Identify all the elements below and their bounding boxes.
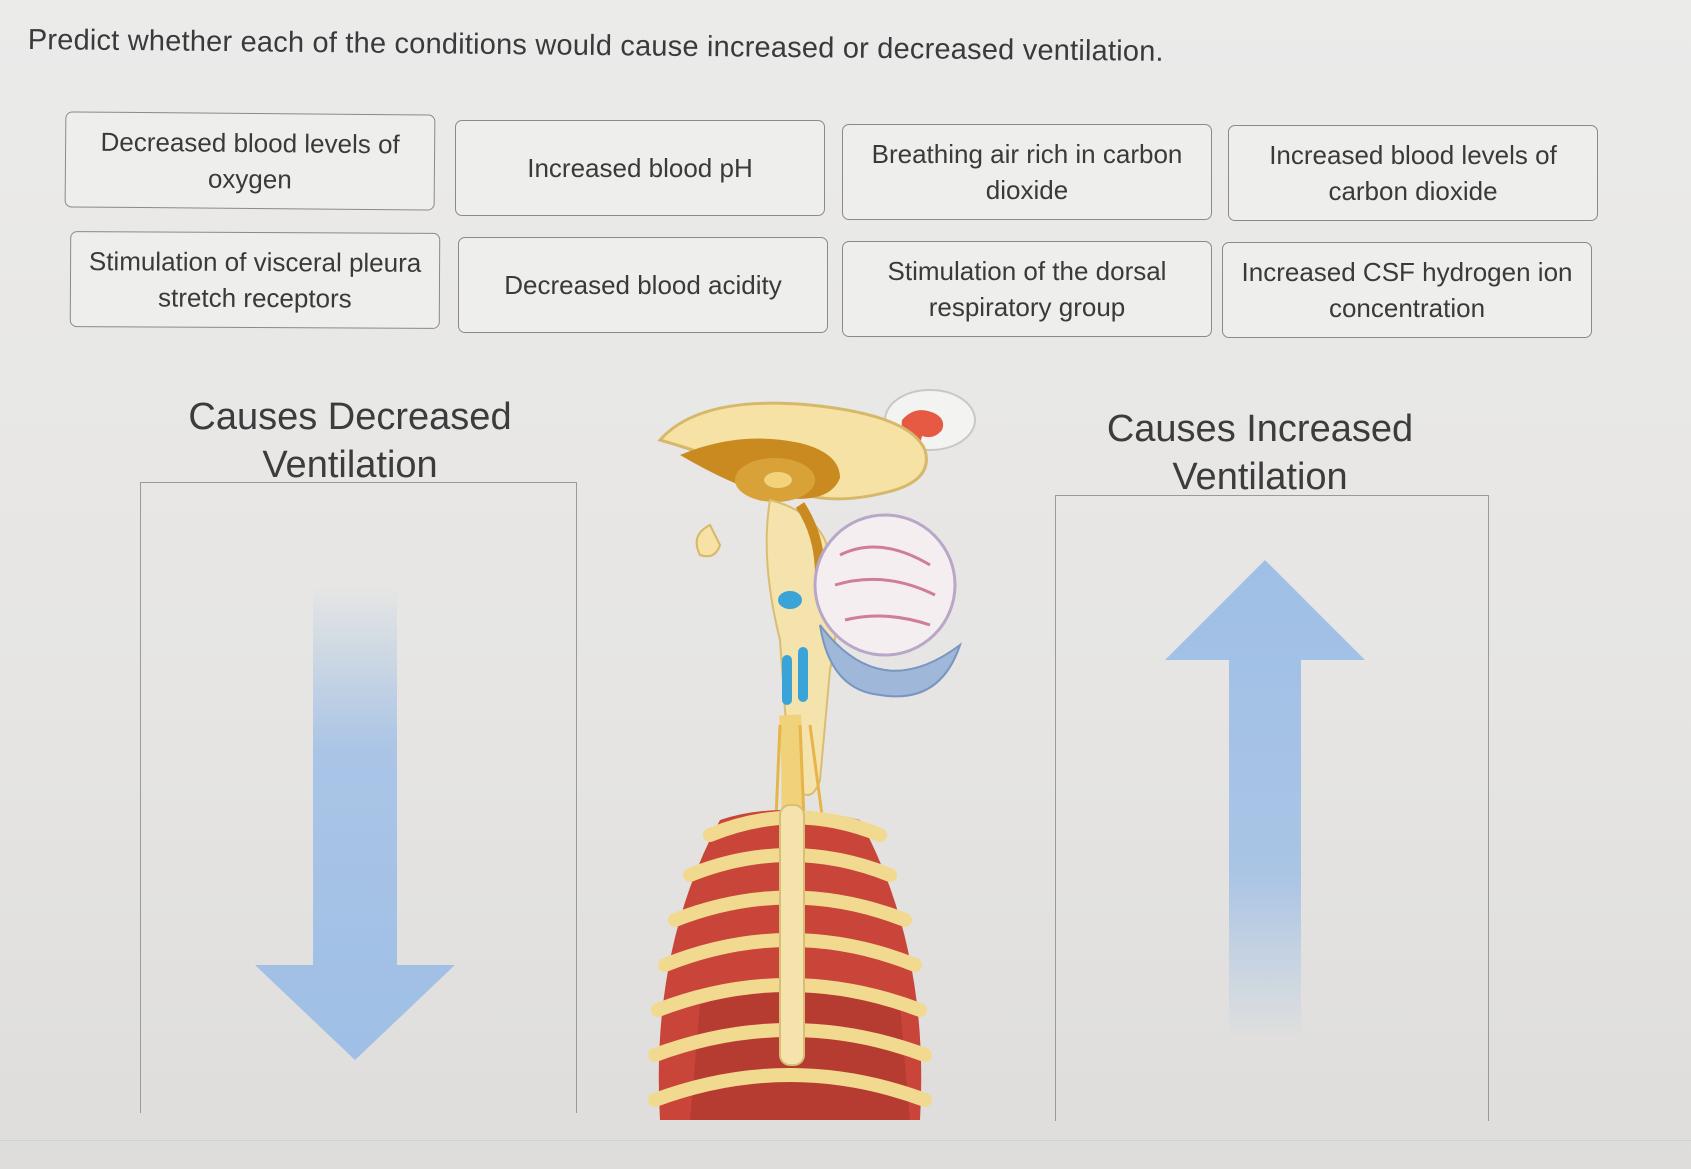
card-visceral-pleura[interactable]: Stimulation of visceral pleura stretch r…	[69, 231, 441, 329]
card-increased-co2[interactable]: Increased blood levels of carbon dioxide	[1228, 125, 1598, 221]
cerebellum	[813, 513, 962, 698]
divider-line	[0, 1140, 1691, 1141]
decreased-zone-title: Causes Decreased Ventilation	[188, 396, 512, 486]
card-csf-hydrogen[interactable]: Increased CSF hydrogen ion concentration	[1222, 242, 1592, 338]
card-increased-ph[interactable]: Increased blood pH	[455, 120, 825, 216]
increased-ventilation-dropzone[interactable]	[1055, 495, 1489, 1121]
down-arrow-icon	[255, 585, 455, 1060]
decreased-ventilation-dropzone[interactable]	[140, 482, 577, 1113]
brainstem-respiratory-illustration	[648, 389, 976, 1120]
ribcage	[648, 804, 932, 1120]
card-dorsal-respiratory-group[interactable]: Stimulation of the dorsal respiratory gr…	[842, 241, 1212, 337]
instruction-text: Predict whether each of the conditions w…	[27, 24, 1164, 68]
card-air-rich-co2[interactable]: Breathing air rich in carbon dioxide	[842, 124, 1212, 220]
up-arrow-icon	[1165, 560, 1365, 1040]
card-decreased-acidity[interactable]: Decreased blood acidity	[458, 237, 828, 333]
card-decreased-oxygen[interactable]: Decreased blood levels of oxygen	[64, 111, 436, 211]
increased-zone-title: Causes Increased Ventilation	[1106, 408, 1414, 498]
